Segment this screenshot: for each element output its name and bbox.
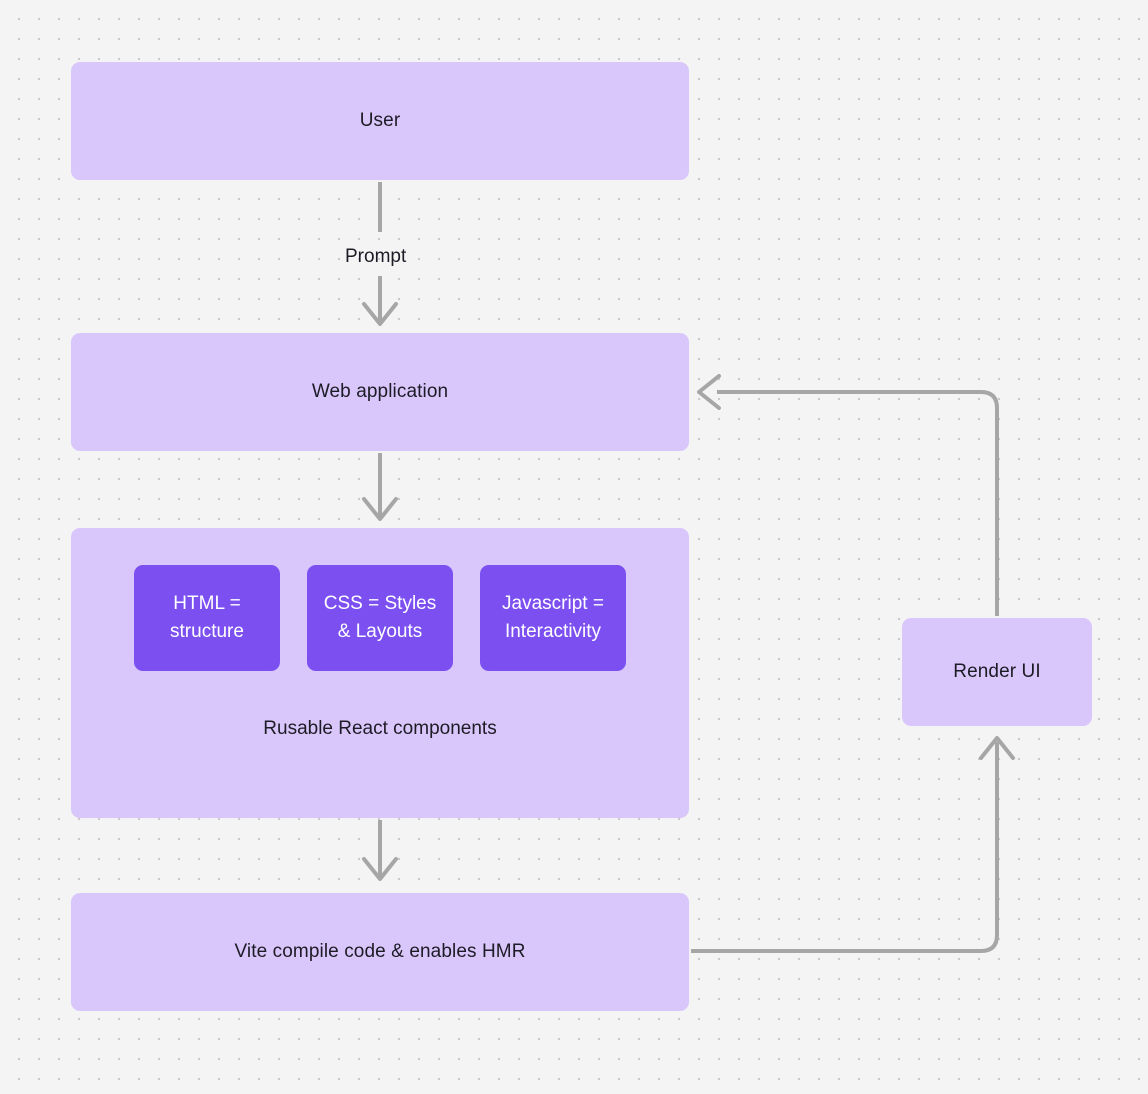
chip-css-line1: CSS = Styles [323,592,437,614]
chip-html-line1: HTML = [173,592,241,614]
node-components-group[interactable]: HTML = structure CSS = Styles & Layouts … [71,528,689,818]
chip-javascript-line2: Interactivity [504,621,602,642]
chip-row: HTML = structure CSS = Styles & Layouts … [71,565,689,671]
edge-user-to-webapp-arrowhead [362,302,398,326]
chip-html[interactable]: HTML = structure [134,565,280,671]
chip-css-line2: & Layouts [337,621,423,642]
chip-javascript-label: Javascript = Interactivity [502,590,604,647]
edge-webapp-to-components-arrowhead [362,497,398,521]
edge-render-to-webapp [717,390,999,616]
chip-javascript[interactable]: Javascript = Interactivity [480,565,626,671]
node-render-ui-label: Render UI [953,661,1041,683]
node-vite-label: Vite compile code & enables HMR [234,941,526,963]
edge-render-to-webapp-arrowhead [697,374,721,410]
node-user-label: User [359,110,401,132]
chip-javascript-line1: Javascript = [502,592,604,614]
node-vite[interactable]: Vite compile code & enables HMR [71,893,689,1011]
node-render-ui[interactable]: Render UI [902,618,1092,726]
node-web-application[interactable]: Web application [71,333,689,451]
edge-vite-to-render [691,742,999,953]
edge-vite-to-render-arrowhead [979,736,1015,760]
components-group-caption: Rusable React components [263,718,497,739]
node-web-application-label: Web application [311,381,449,403]
chip-css-label: CSS = Styles & Layouts [324,590,436,647]
node-user[interactable]: User [71,62,689,180]
chip-css[interactable]: CSS = Styles & Layouts [307,565,453,671]
edge-label-prompt: Prompt [345,246,407,267]
edge-components-to-vite-arrowhead [362,857,398,881]
chip-html-label: HTML = structure [170,590,244,647]
chip-html-line2: structure [170,621,244,642]
